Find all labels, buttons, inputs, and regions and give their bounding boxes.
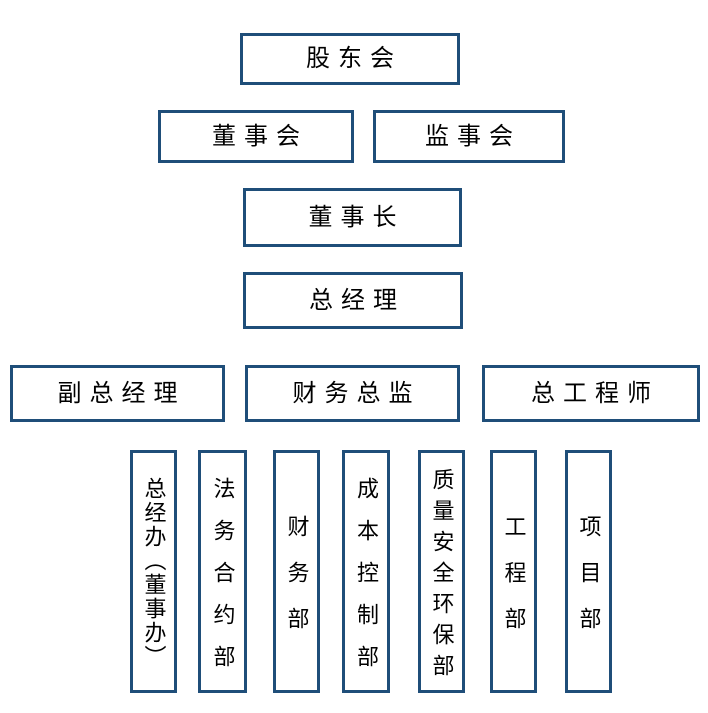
- org-node-finance-director: 财务总监: [245, 365, 460, 422]
- org-node-chairman: 董事长: [243, 188, 462, 247]
- org-node-legal-contract-dept: 法务合约部: [198, 450, 247, 693]
- org-node-shareholders-meeting: 股东会: [240, 33, 460, 85]
- org-node-general-manager: 总经理: [243, 272, 463, 329]
- org-node-chief-engineer: 总工程师: [482, 365, 700, 422]
- org-node-engineering-dept: 工程部: [490, 450, 537, 693]
- org-node-board-of-directors: 董事会: [158, 110, 354, 163]
- org-node-gm-office: 总经办（董事办）: [130, 450, 177, 693]
- org-node-project-dept: 项目部: [565, 450, 612, 693]
- org-node-cost-control-dept: 成本控制部: [342, 450, 390, 693]
- org-node-finance-dept: 财务部: [273, 450, 320, 693]
- org-node-supervisory-board: 监事会: [373, 110, 565, 163]
- org-node-quality-safety-env-dept: 质量安全环保部: [418, 450, 465, 693]
- org-node-deputy-general-manager: 副总经理: [10, 365, 225, 422]
